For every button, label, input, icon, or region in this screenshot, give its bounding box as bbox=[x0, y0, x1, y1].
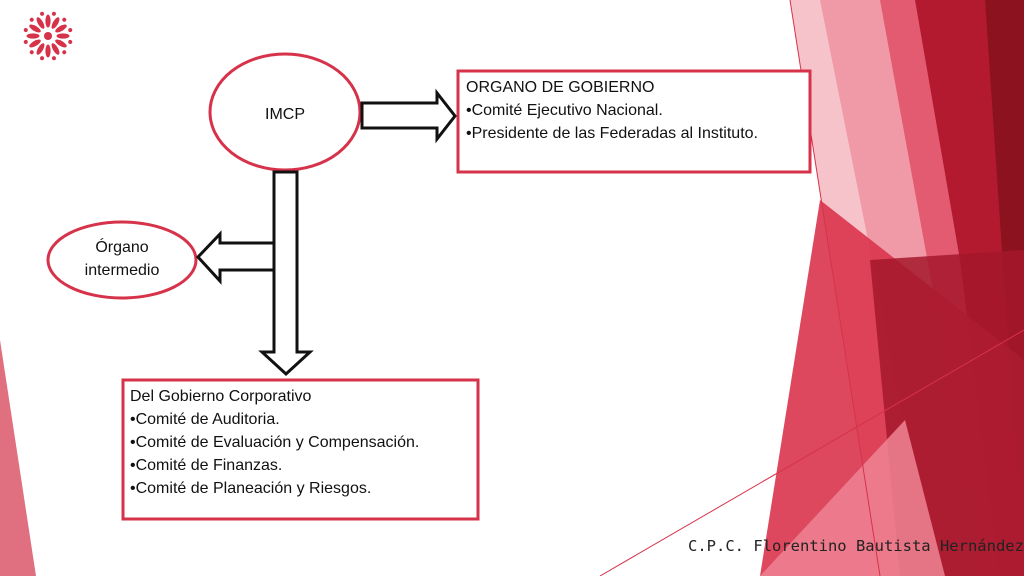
logo-petal bbox=[56, 33, 70, 39]
logo-dot bbox=[29, 50, 34, 55]
organo-gobierno-title: ORGANO DE GOBIERNO bbox=[466, 79, 655, 96]
logo-dot bbox=[40, 11, 45, 16]
logo-dot bbox=[51, 56, 56, 61]
organo-intermedio-line2: intermedio bbox=[84, 262, 160, 279]
logo-petal bbox=[55, 39, 67, 48]
logo-petal bbox=[51, 43, 60, 55]
logo-petal bbox=[45, 44, 51, 58]
organo-intermedio-line1: Órgano bbox=[95, 239, 149, 256]
logo-dot bbox=[68, 28, 73, 33]
logo-petal bbox=[29, 24, 41, 33]
organo-gobierno-text: ORGANO DE GOBIERNO •Comité Ejecutivo Nac… bbox=[466, 76, 758, 145]
logo-petal bbox=[36, 43, 45, 55]
organo-gobierno-box bbox=[456, 69, 812, 174]
logo-dot bbox=[40, 56, 45, 61]
gobierno-corporativo-title: Del Gobierno Corporativo bbox=[130, 388, 312, 405]
logo-petal bbox=[29, 39, 41, 48]
organo-intermedio-label: Órgano intermedio bbox=[62, 236, 182, 282]
imcp-node-ellipse bbox=[208, 52, 362, 172]
logo-petal bbox=[36, 17, 45, 29]
logo-dot bbox=[62, 17, 67, 22]
gobierno-corporativo-item: •Comité de Finanzas. bbox=[130, 457, 283, 474]
gobierno-corporativo-item: •Comité de Planeación y Riesgos. bbox=[130, 480, 372, 497]
organo-gobierno-item: •Comité Ejecutivo Nacional. bbox=[466, 102, 663, 119]
imcp-label: IMCP bbox=[265, 106, 305, 123]
gobierno-corporativo-text: Del Gobierno Corporativo •Comité de Audi… bbox=[130, 385, 419, 500]
arrow-left bbox=[195, 230, 276, 285]
left-accent-shape bbox=[0, 340, 36, 576]
gobierno-corporativo-item: •Comité de Auditoria. bbox=[130, 411, 280, 428]
logo-dot bbox=[51, 11, 56, 16]
organo-intermedio-ellipse bbox=[46, 220, 198, 300]
footer-author: C.P.C. Florentino Bautista Hernández bbox=[688, 537, 1024, 555]
logo-dot bbox=[29, 17, 34, 22]
logo-petal bbox=[45, 14, 51, 28]
flower-logo-icon bbox=[23, 11, 73, 61]
logo-dot bbox=[23, 39, 28, 44]
logo-dot bbox=[62, 50, 67, 55]
gobierno-corporativo-box bbox=[121, 378, 480, 521]
logo-dot bbox=[23, 28, 28, 33]
right-shape-bottom-pink bbox=[760, 420, 945, 576]
logo-petal bbox=[26, 33, 40, 39]
logo-petal bbox=[55, 24, 67, 33]
arrow-down bbox=[258, 170, 314, 377]
logo-dot bbox=[68, 39, 73, 44]
logo-petal bbox=[51, 17, 60, 29]
decor-line-1 bbox=[599, 329, 1024, 576]
arrow-right bbox=[360, 88, 457, 144]
organo-gobierno-item: •Presidente de las Federadas al Institut… bbox=[466, 125, 758, 142]
gobierno-corporativo-item: •Comité de Evaluación y Compensación. bbox=[130, 434, 420, 451]
